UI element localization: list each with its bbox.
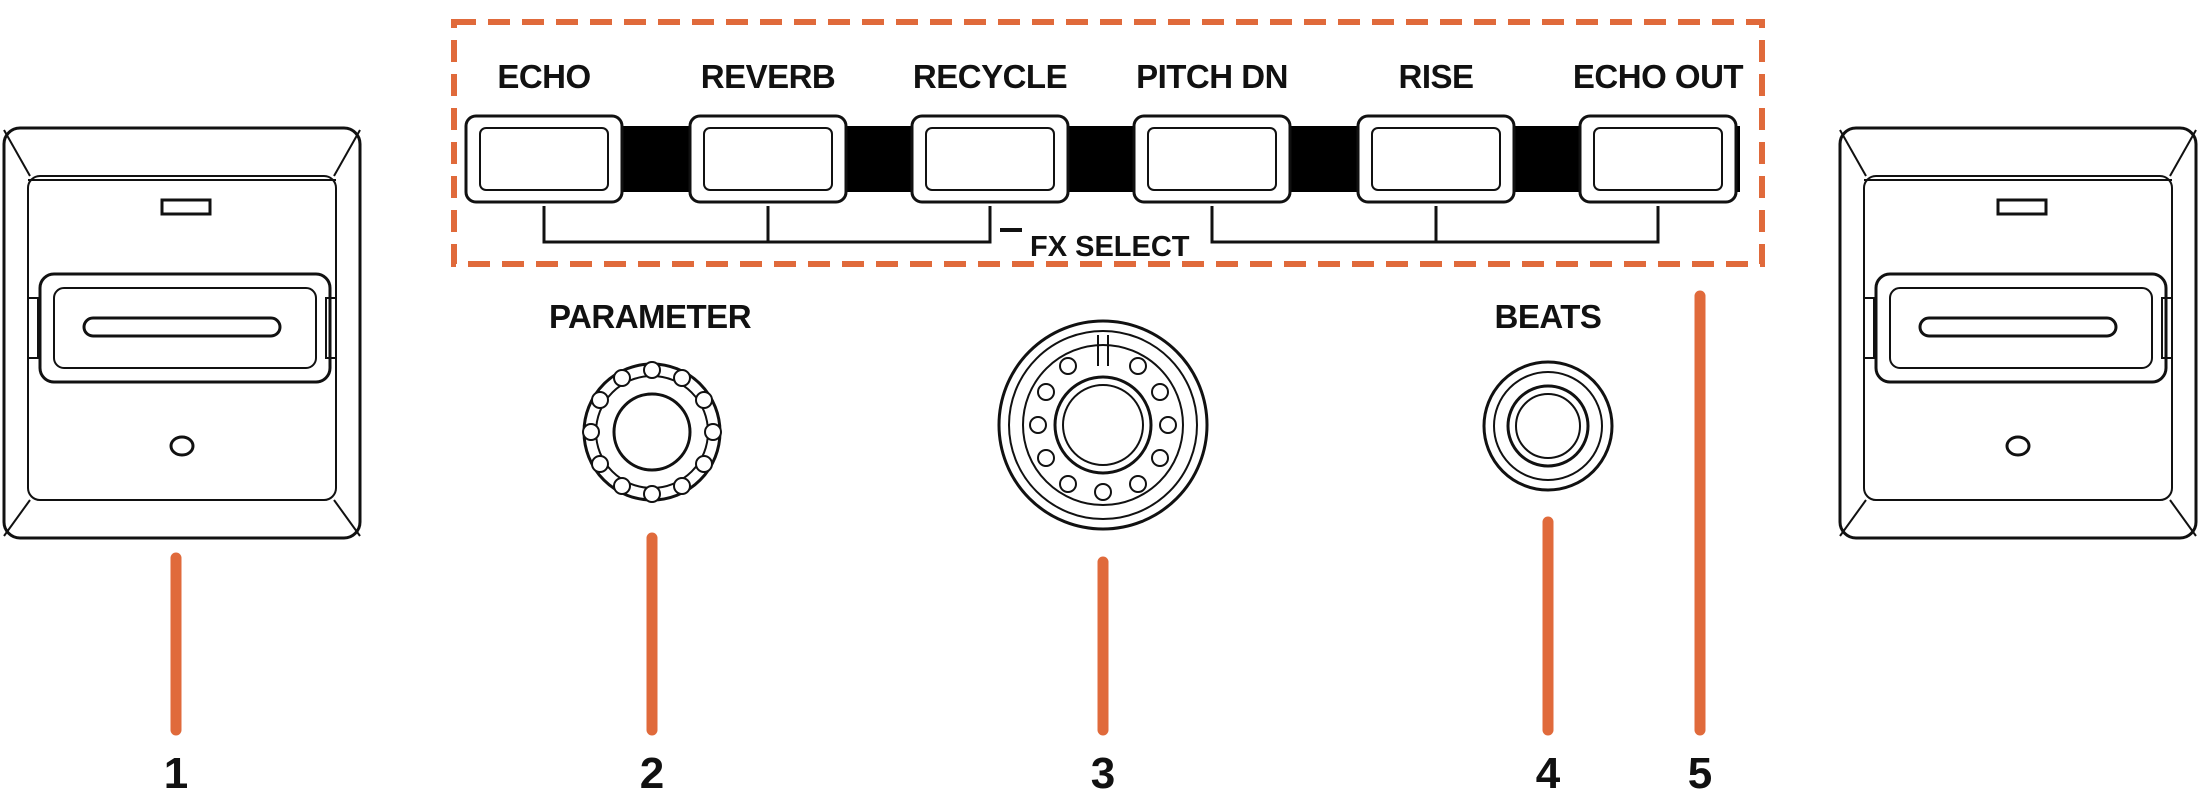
- fx-label-reverb: REVERB: [701, 58, 836, 95]
- fx-button-rise[interactable]: [1356, 114, 1516, 204]
- fx-section: ECHO REVERB RECYCLE PITCH DN RISE ECHO O…: [464, 58, 1744, 263]
- beats-knob[interactable]: [1482, 360, 1614, 492]
- fx-black-strip: [470, 126, 1740, 192]
- callout-number-4: 4: [1536, 749, 1561, 798]
- parameter-label: PARAMETER: [549, 298, 752, 335]
- fx-button-echo-out[interactable]: [1578, 114, 1738, 204]
- fx-label-pitch-dn: PITCH DN: [1136, 58, 1288, 95]
- fx-button-reverb[interactable]: [688, 114, 848, 204]
- fx-label-echo-out: ECHO OUT: [1573, 58, 1744, 95]
- right-fader-led: [1996, 198, 2048, 216]
- fx-highlight-box: [451, 19, 1765, 267]
- right-fader[interactable]: [1838, 126, 2198, 540]
- callout-number-2: 2: [640, 749, 664, 798]
- beats-label: BEATS: [1495, 298, 1602, 335]
- parameter-knob[interactable]: [582, 361, 722, 503]
- right-fader-cap[interactable]: [1874, 272, 2168, 384]
- callout-number-1: 1: [164, 749, 188, 798]
- fx-button-echo[interactable]: [464, 114, 624, 204]
- callout-number-3: 3: [1091, 749, 1115, 798]
- left-fader-indicator: [169, 435, 195, 457]
- callout-number-5: 5: [1688, 749, 1712, 798]
- left-fader[interactable]: [2, 126, 362, 540]
- fx-button-recycle[interactable]: [910, 114, 1070, 204]
- fx-select-label: FX SELECT: [1030, 231, 1190, 263]
- left-fader-cap[interactable]: [38, 272, 332, 384]
- fx-button-pitch-dn[interactable]: [1132, 114, 1292, 204]
- fx-select-bracket: [542, 206, 1660, 244]
- center-knob[interactable]: [997, 319, 1209, 531]
- fx-label-rise: RISE: [1398, 58, 1473, 95]
- fx-label-recycle: RECYCLE: [913, 58, 1067, 95]
- fx-label-echo: ECHO: [497, 58, 590, 95]
- right-fader-indicator: [2005, 435, 2031, 457]
- callout-lines: [170, 290, 1706, 736]
- left-fader-led: [160, 198, 212, 216]
